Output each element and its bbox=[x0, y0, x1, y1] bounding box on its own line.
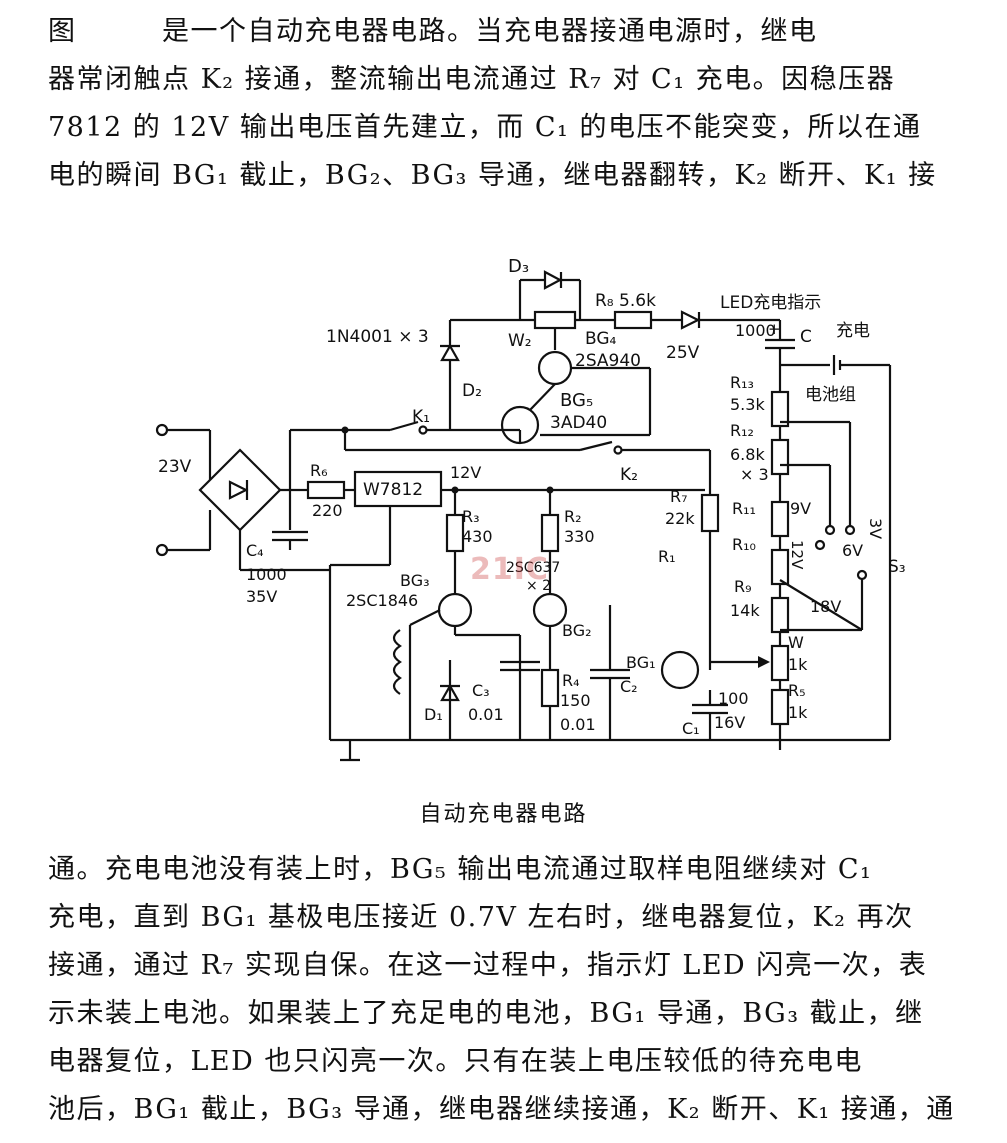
label-w7812: W7812 bbox=[363, 480, 423, 500]
label-14k: 14k bbox=[730, 601, 760, 620]
label-r13: R₁₃ bbox=[730, 373, 754, 392]
label-12v: 12V bbox=[450, 463, 481, 482]
paragraph-bottom: 通。充电电池没有装上时，BG₅ 输出电流通过取样电阻继续对 C₁ 充电，直到 B… bbox=[48, 846, 978, 1134]
label-c4-1000: 1000 bbox=[246, 565, 287, 584]
label-r6: R₆ bbox=[310, 461, 328, 480]
label-c: C bbox=[800, 327, 812, 347]
label-r5: R₅ bbox=[788, 681, 806, 700]
label-led: LED充电指示 bbox=[720, 293, 821, 313]
label-c1-100: 100 bbox=[718, 689, 749, 708]
label-1k: 1k bbox=[788, 655, 808, 674]
label-d3: D₃ bbox=[508, 256, 529, 277]
label-c1: C₁ bbox=[682, 719, 700, 738]
label-x2: × 2 bbox=[526, 578, 551, 594]
text-line: 图 是一个自动充电器电路。当充电器接通电源时，继电 bbox=[48, 16, 818, 47]
label-k2: K₂ bbox=[620, 465, 638, 485]
label-d1: D₁ bbox=[424, 705, 443, 724]
text-line: 7812 的 12V 输出电压首先建立，而 C₁ 的电压不能突变，所以在通 bbox=[48, 112, 922, 143]
text-line: 器常闭触点 K₂ 接通，整流输出电流通过 R₇ 对 C₁ 充电。因稳压器 bbox=[48, 64, 896, 95]
label-r5-1k: 1k bbox=[788, 703, 808, 722]
label-sa940: 2SA940 bbox=[575, 351, 641, 371]
text-line: 电器复位，LED 也只闪亮一次。只有在装上电压较低的待充电电 bbox=[48, 1046, 863, 1077]
label-x3: × 3 bbox=[740, 465, 769, 484]
label-12v-b: 12V bbox=[788, 540, 806, 570]
label-in4001: 1N4001 × 3 bbox=[326, 327, 429, 347]
label-c1-16v: 16V bbox=[714, 713, 745, 732]
label-c4-35v: 35V bbox=[246, 587, 277, 606]
label-bg4: BG₄ bbox=[585, 329, 617, 349]
figure-caption: 自动充电器电路 bbox=[419, 802, 588, 827]
label-charge: 充电 bbox=[836, 321, 870, 341]
label-r2: R₂ bbox=[564, 507, 582, 526]
label-3ad40: 3AD40 bbox=[550, 413, 607, 433]
label-150: 150 bbox=[560, 691, 591, 710]
label-2sc1846: 2SC1846 bbox=[346, 591, 418, 610]
label-r11: R₁₁ bbox=[732, 499, 756, 518]
label-330: 330 bbox=[564, 527, 595, 546]
label-r9: R₉ bbox=[734, 577, 752, 596]
label-23v: 23V bbox=[158, 457, 192, 477]
label-r1: R₁ bbox=[658, 547, 676, 566]
label-9v: 9V bbox=[790, 499, 811, 518]
label-r10: R₁₀ bbox=[732, 535, 756, 554]
label-6v: 6V bbox=[842, 541, 863, 560]
label-plus: + bbox=[768, 320, 781, 338]
label-r8: R₈ 5.6k bbox=[595, 291, 656, 311]
text-line: 电的瞬间 BG₁ 截止，BG₂、BG₃ 导通，继电器翻转，K₂ 断开、K₁ 接 bbox=[48, 160, 937, 191]
label-5-3k: 5.3k bbox=[730, 395, 765, 414]
paragraph-top: 图 是一个自动充电器电路。当充电器接通电源时，继电 器常闭触点 K₂ 接通，整流… bbox=[48, 8, 978, 200]
label-430: 430 bbox=[462, 527, 493, 546]
label-k1: K₁ bbox=[412, 407, 430, 427]
label-22k: 22k bbox=[665, 509, 695, 528]
label-bg1: BG₁ bbox=[626, 653, 656, 672]
label-d2: D₂ bbox=[462, 381, 482, 401]
label-3v: 3V bbox=[866, 518, 885, 539]
text-line: 接通，通过 R₇ 实现自保。在这一过程中，指示灯 LED 闪亮一次，表 bbox=[48, 950, 928, 981]
label-c2: C₂ bbox=[620, 677, 638, 696]
watermark-logo: 21IC bbox=[470, 552, 549, 587]
label-s3: S₃ bbox=[888, 557, 906, 577]
label-w2: W₂ bbox=[508, 331, 532, 351]
label-220: 220 bbox=[312, 501, 343, 520]
label-18v: 18V bbox=[810, 597, 841, 616]
label-c2-001: 0.01 bbox=[560, 715, 596, 734]
label-bg5: BG₅ bbox=[560, 390, 593, 411]
label-2sc637: 2SC637 bbox=[506, 560, 560, 576]
label-r3: R₃ bbox=[462, 507, 480, 526]
label-25v: 25V bbox=[666, 343, 700, 363]
label-w: W bbox=[788, 633, 804, 652]
label-battery: 电池组 bbox=[805, 385, 856, 405]
label-r12: R₁₂ bbox=[730, 421, 754, 440]
label-bg3: BG₃ bbox=[400, 571, 430, 590]
label-c4: C₄ bbox=[246, 541, 264, 560]
label-r4: R₄ bbox=[562, 671, 580, 690]
text-line: 充电，直到 BG₁ 基极电压接近 0.7V 左右时，继电器复位，K₂ 再次 bbox=[48, 902, 914, 933]
label-c1000: 1000 bbox=[735, 321, 776, 340]
label-bg2: BG₂ bbox=[562, 621, 592, 640]
text-line: 示未装上电池。如果装上了充足电的电池，BG₁ 导通，BG₃ 截止，继 bbox=[48, 998, 924, 1029]
circuit-diagram: D₃ R₈ 5.6k LED充电指示 1N4001 × 3 W₂ BG₄ 2SA… bbox=[155, 256, 906, 762]
label-r7: R₇ bbox=[670, 487, 688, 506]
label-c3-001: 0.01 bbox=[468, 705, 504, 724]
label-c3: C₃ bbox=[472, 681, 490, 700]
text-line: 池后，BG₁ 截止，BG₃ 导通，继电器继续接通，K₂ 断开、K₁ 接通，通 bbox=[48, 1094, 955, 1125]
label-6-8k: 6.8k bbox=[730, 445, 765, 464]
text-line: 通。充电电池没有装上时，BG₅ 输出电流通过取样电阻继续对 C₁ bbox=[48, 854, 873, 885]
